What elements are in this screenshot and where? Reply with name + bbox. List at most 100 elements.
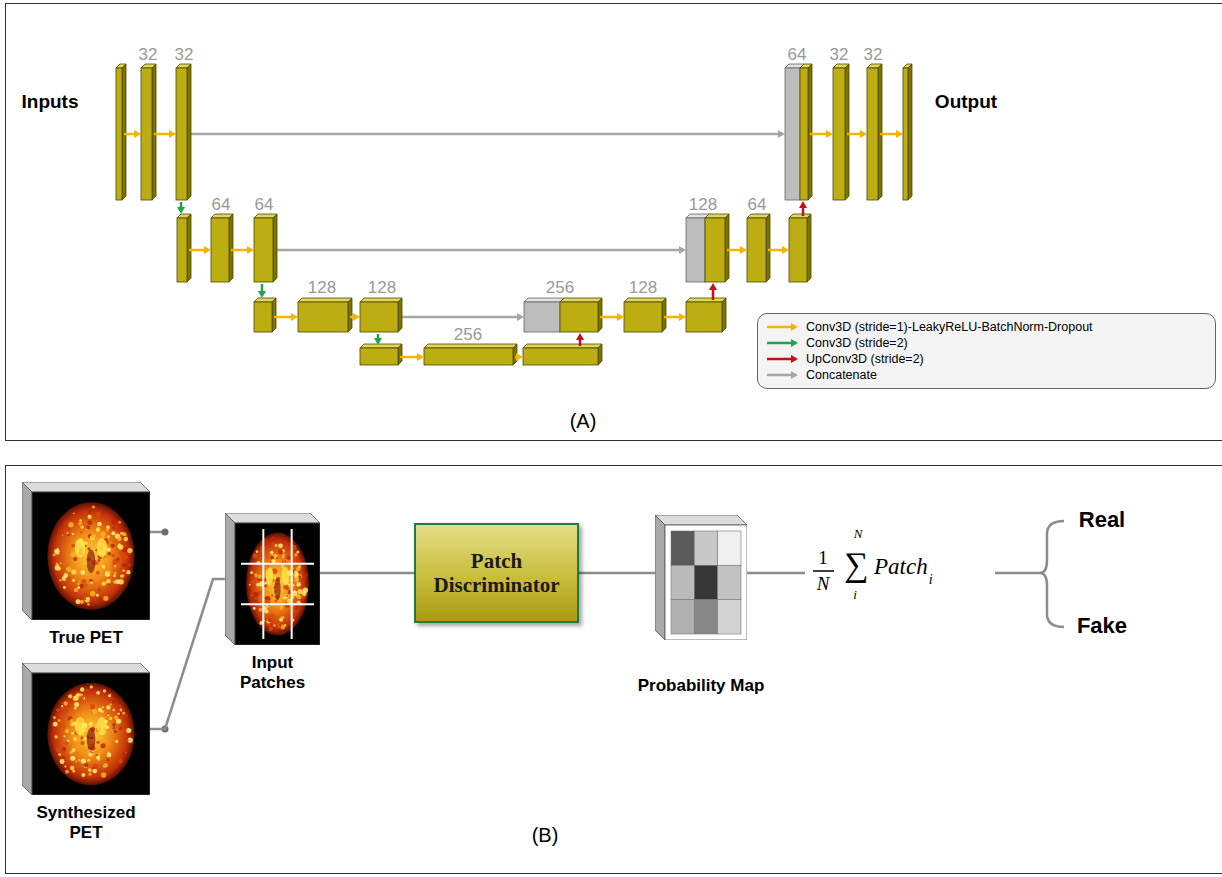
conv-arrow-head: [860, 130, 867, 138]
brain-speckle: [74, 588, 78, 592]
brain-speckle: [97, 522, 102, 527]
brain-speckle: [65, 770, 69, 774]
brain-speckle: [98, 752, 101, 755]
brain-speckle: [269, 627, 273, 631]
brain-speckle: [296, 551, 299, 554]
brain-speckle: [96, 594, 99, 597]
caption-text: Probability Map: [606, 676, 796, 696]
formula-part: ∑: [844, 546, 868, 583]
feature-map-top: [424, 344, 517, 348]
brain-speckle: [57, 567, 61, 571]
brain-speckle: [65, 730, 69, 734]
conv-arrow: [515, 356, 516, 359]
brain-speckle: [64, 765, 66, 767]
brain-speckle: [102, 565, 106, 569]
brain-speckle: [282, 567, 290, 585]
output-class: Real: [1079, 508, 1125, 532]
brain-speckle: [107, 547, 111, 551]
brain-speckle: [122, 563, 127, 568]
brain-speckle: [65, 742, 68, 745]
feature-map-side: [722, 298, 726, 332]
image-illustration: [225, 513, 320, 645]
formula-part: N: [854, 527, 863, 541]
brain-speckle: [61, 702, 63, 704]
brain-speckle: [112, 526, 115, 529]
feature-map: [705, 218, 725, 282]
pet-image: True PET: [22, 482, 150, 620]
feature-map: [686, 218, 705, 282]
brain-speckle: [279, 618, 283, 622]
brain-speckle: [75, 761, 77, 763]
brain-speckle: [122, 752, 125, 755]
feature-map-side: [878, 64, 882, 200]
feature-map-side: [273, 214, 277, 282]
brain-speckle: [298, 574, 302, 578]
brain-speckle: [113, 559, 118, 564]
skip-arrow: [402, 316, 517, 319]
brain-speckle: [250, 595, 255, 600]
brain-speckle: [107, 535, 110, 538]
brain-speckle: [76, 599, 81, 604]
up-arrow: [712, 290, 715, 300]
brain-speckle: [73, 512, 75, 514]
brain-speckle: [54, 549, 59, 554]
legend-arrow: [767, 374, 791, 377]
brain-speckle: [115, 740, 118, 743]
panel-label: (A): [570, 410, 597, 432]
feature-map: [177, 218, 187, 282]
brain-speckle: [274, 577, 276, 579]
brain-speckle: [88, 768, 92, 772]
brain-speckle: [249, 584, 251, 586]
brain-speckle: [58, 753, 61, 756]
brain-speckle: [61, 707, 65, 711]
conv-arrow: [727, 249, 740, 252]
brain-speckle: [101, 582, 105, 586]
feature-map: [624, 302, 662, 332]
feature-map: [686, 302, 722, 332]
brain-speckle: [112, 709, 115, 712]
feature-map: [254, 302, 272, 332]
brain-speckle: [268, 619, 272, 623]
brain-speckle: [87, 603, 90, 606]
brain-speckle: [66, 566, 71, 571]
brain-speckle: [122, 532, 126, 536]
feature-map-top: [298, 298, 352, 302]
brain-speckle: [112, 731, 114, 733]
brain-speckle: [67, 739, 69, 741]
box-top: [655, 515, 747, 525]
conv-arrow-head: [679, 313, 686, 321]
legend-row: UpConv3D (stride=2): [766, 351, 1207, 367]
brain-speckle: [119, 727, 122, 730]
brain-speckle: [294, 578, 299, 583]
brain-speckle: [63, 735, 65, 737]
brain-speckle: [92, 508, 94, 510]
brain-speckle: [63, 586, 66, 589]
legend-arrow: [766, 369, 800, 381]
brain-speckle: [103, 689, 106, 692]
brain-speckle: [71, 569, 76, 574]
feature-map-side: [348, 298, 352, 332]
brain-speckle: [73, 737, 77, 741]
brain-speckle: [80, 524, 85, 529]
brain-speckle: [85, 584, 88, 587]
down-arrow-head: [177, 207, 185, 214]
conv-arrow: [124, 133, 134, 136]
brain-speckle: [62, 747, 66, 751]
channel-count: 128: [689, 196, 717, 215]
feature-map: [298, 302, 348, 332]
brain-speckle: [74, 702, 79, 707]
probability-cell: [718, 531, 741, 565]
channel-count: 32: [139, 46, 158, 65]
channel-count: 32: [175, 46, 194, 65]
probability-cell: [718, 565, 741, 599]
feature-map-side: [766, 214, 770, 282]
channel-count: 32: [830, 46, 849, 65]
brain-speckle: [122, 711, 125, 714]
brain-image: [246, 533, 309, 635]
conv-arrow: [350, 316, 353, 319]
leader-line: [995, 572, 1040, 575]
brain-speckle: [111, 554, 115, 558]
brain-speckle: [84, 597, 90, 603]
up-arrow-head: [799, 201, 807, 208]
